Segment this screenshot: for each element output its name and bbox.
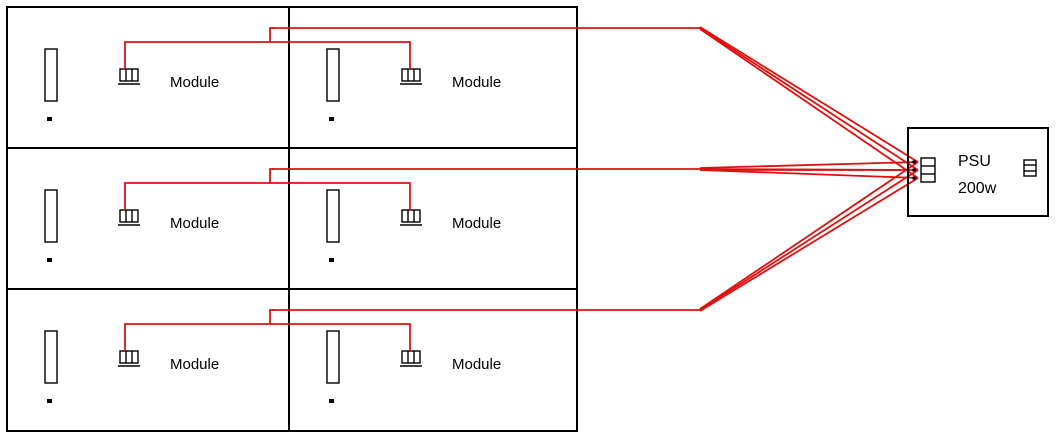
psu-unit: PSU 200w xyxy=(907,127,1049,217)
module-slot-icon xyxy=(44,189,58,243)
slot-marker xyxy=(47,258,52,262)
psu-box xyxy=(907,127,1049,217)
slot-marker xyxy=(47,399,52,403)
module-slot-icon xyxy=(326,330,340,384)
slot-marker xyxy=(329,117,334,121)
module-cell-2: Module xyxy=(326,48,501,121)
module-label: Module xyxy=(452,215,501,232)
wire-row-3 xyxy=(124,161,919,351)
module-label: Module xyxy=(170,356,219,373)
cabinet-outline xyxy=(6,6,578,432)
module-slot-icon xyxy=(44,48,58,102)
module-connector-icon xyxy=(118,350,140,367)
module-connector-icon xyxy=(400,209,422,226)
module-label: Module xyxy=(170,74,219,91)
module-cell-3: Module xyxy=(44,189,219,262)
module-label: Module xyxy=(452,74,501,91)
slot-marker xyxy=(329,258,334,262)
slot-marker xyxy=(47,117,52,121)
psu-name: PSU xyxy=(958,153,991,170)
psu-rating: 200w xyxy=(958,180,997,197)
module-cell-4: Module xyxy=(326,189,501,262)
slot-marker xyxy=(329,399,334,403)
psu-terminal-block xyxy=(912,157,936,183)
module-connector-icon xyxy=(118,209,140,226)
module-label: Module xyxy=(170,215,219,232)
module-slot-icon xyxy=(44,330,58,384)
module-connector-icon xyxy=(400,350,422,367)
wire-row-1 xyxy=(124,26,919,179)
wiring xyxy=(124,26,919,351)
module-slot-icon xyxy=(326,189,340,243)
module-cell-1: Module xyxy=(44,48,219,121)
module-cell-5: Module xyxy=(44,330,219,403)
module-connector-icon xyxy=(400,68,422,85)
module-label: Module xyxy=(452,356,501,373)
wire-row-2 xyxy=(124,161,919,210)
module-grid xyxy=(6,6,578,432)
module-slot-icon xyxy=(326,48,340,102)
psu-switch-icon xyxy=(1023,159,1037,177)
module-cell-6: Module xyxy=(326,330,501,403)
module-connector-icon xyxy=(118,68,140,85)
